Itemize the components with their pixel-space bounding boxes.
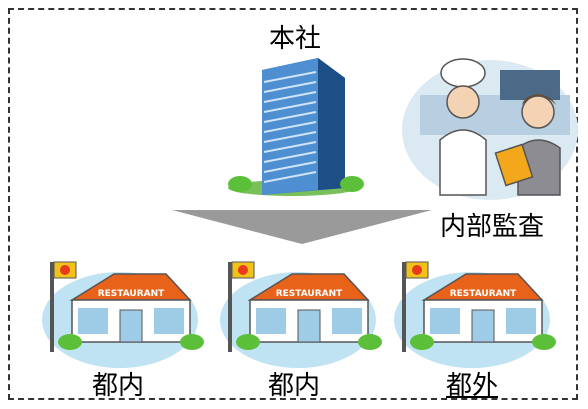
- internal-audit-label: 内部監査: [440, 212, 545, 242]
- restaurant-sign-3: RESTAURANT: [450, 289, 517, 299]
- store-label-tokyo-1: 都内: [92, 371, 145, 401]
- headquarters-label: 本社: [269, 24, 322, 54]
- restaurant-sign-1: RESTAURANT: [98, 289, 165, 299]
- store-label-tokyo-2: 都内: [268, 371, 321, 401]
- store-label-outside-tokyo: 都外: [446, 371, 499, 401]
- dashed-boundary-frame: [8, 8, 578, 400]
- restaurant-sign-2: RESTAURANT: [276, 289, 343, 299]
